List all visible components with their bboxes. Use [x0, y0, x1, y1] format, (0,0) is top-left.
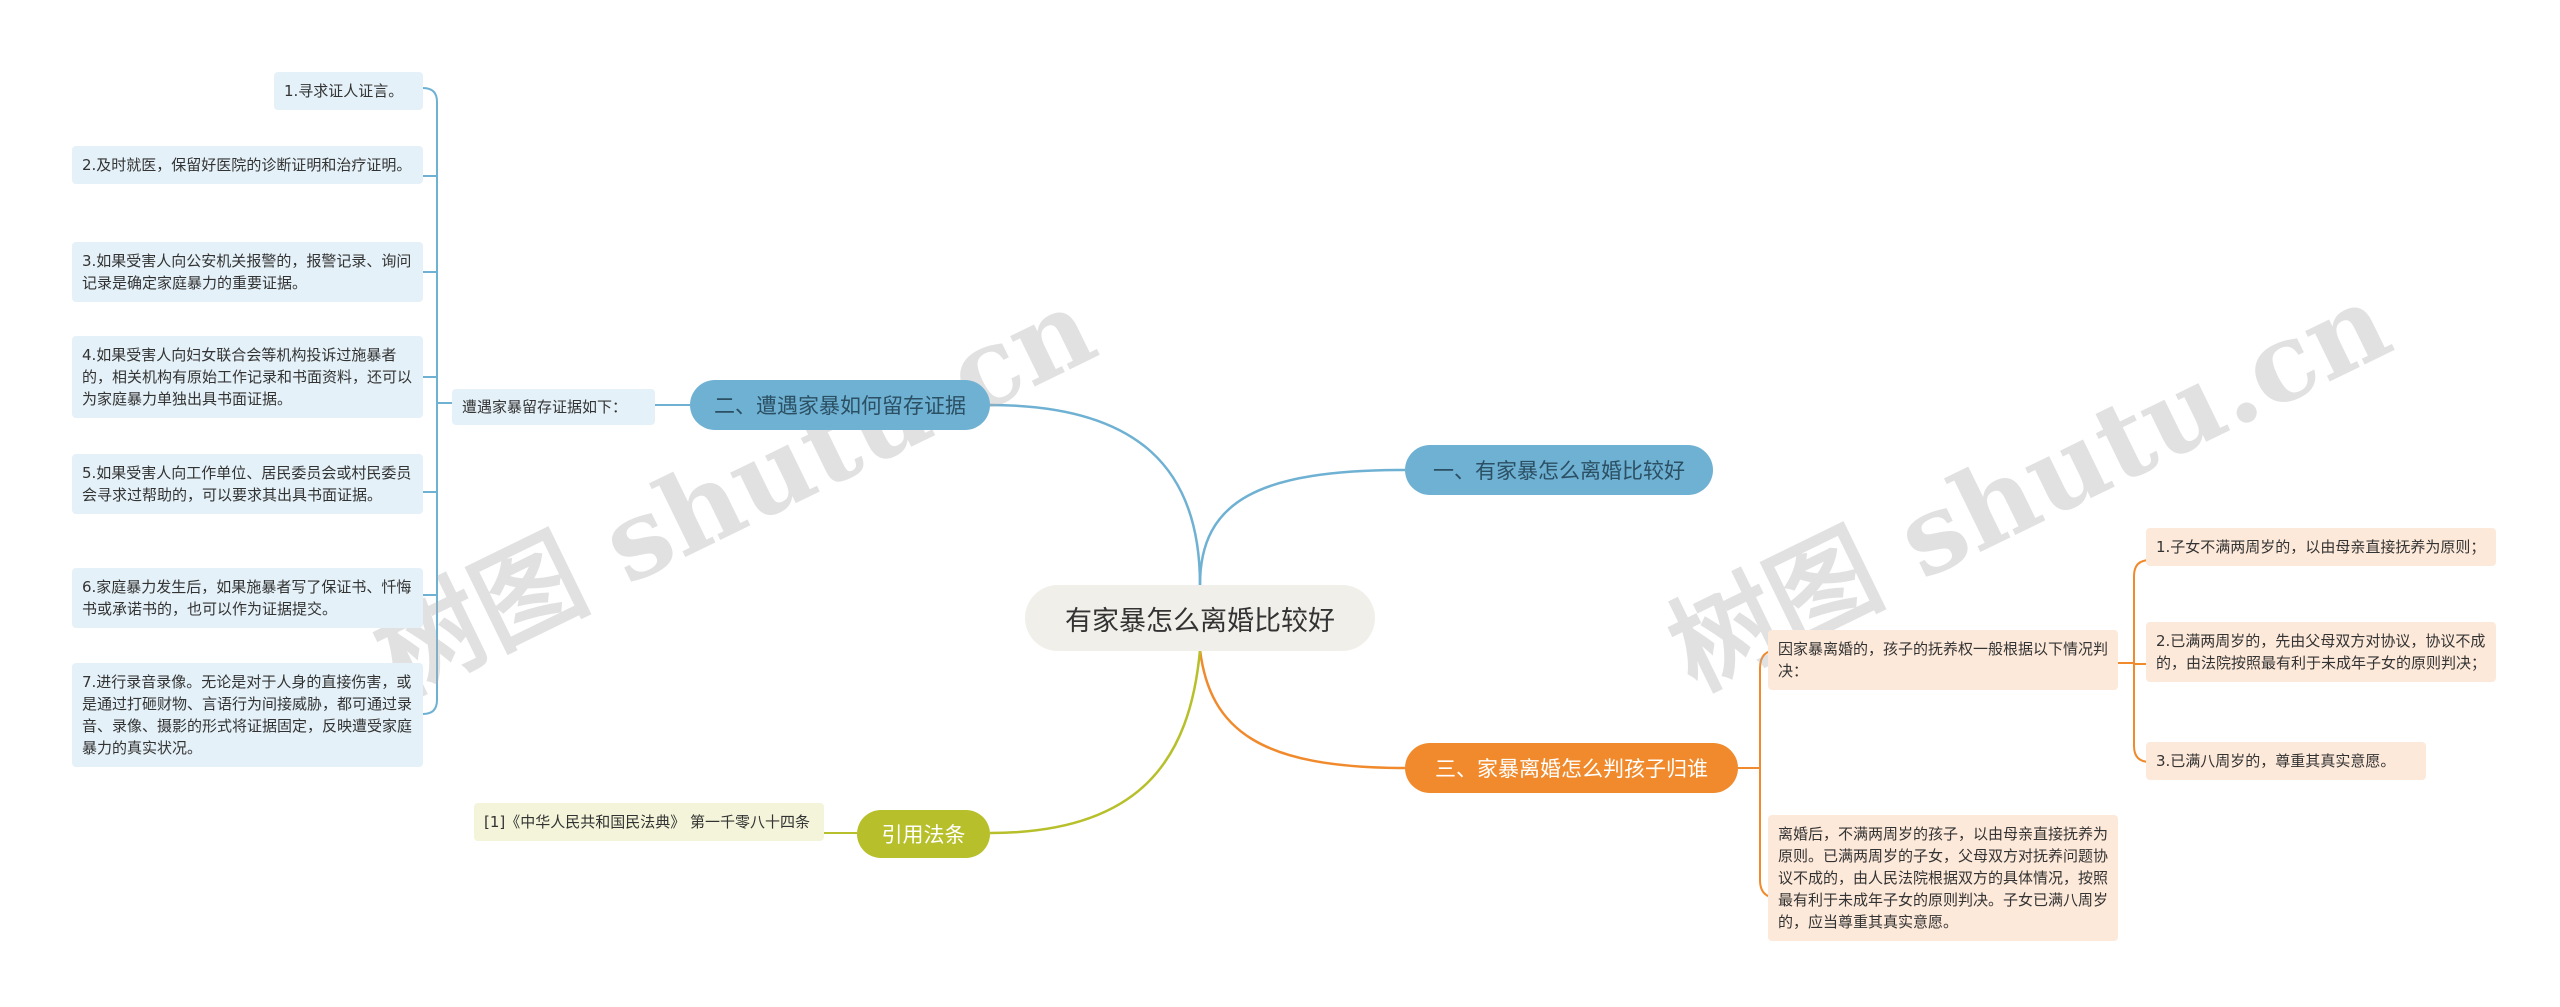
evidence-item-2[interactable]: 2.及时就医，保留好医院的诊断证明和治疗证明。 — [72, 146, 423, 184]
branch-2-node[interactable]: 二、遭遇家暴如何留存证据 — [690, 380, 990, 430]
bracket-b2 — [422, 87, 438, 715]
connector-center-b2 — [989, 403, 1202, 586]
custody-summary[interactable]: 离婚后，不满两周岁的孩子，以由母亲直接抚养为原则。已满两周岁的子女，父母双方对抚… — [1768, 815, 2118, 941]
custody-rule-2[interactable]: 2.已满两周岁的，先由父母双方对协议，协议不成的，由法院按照最有利于未成年子女的… — [2146, 622, 2496, 682]
evidence-item-4[interactable]: 4.如果受害人向妇女联合会等机构投诉过施暴者的，相关机构有原始工作记录和书面资料… — [72, 336, 423, 418]
connector-center-b3 — [1198, 649, 1406, 770]
evidence-item-1[interactable]: 1.寻求证人证言。 — [274, 72, 423, 110]
branch-3-node[interactable]: 三、家暴离婚怎么判孩子归谁 — [1405, 743, 1738, 793]
branch-4-node[interactable]: 引用法条 — [857, 810, 990, 858]
branch-1-node[interactable]: 一、有家暴怎么离婚比较好 — [1405, 445, 1713, 495]
custody-rule-3[interactable]: 3.已满八周岁的，尊重其真实意愿。 — [2146, 742, 2426, 780]
custody-intro[interactable]: 因家暴离婚的，孩子的抚养权一般根据以下情况判决： — [1768, 630, 2118, 690]
evidence-item-7[interactable]: 7.进行录音录像。无论是对于人身的直接伤害，或是通过打砸财物、言语行为间接威胁，… — [72, 663, 423, 767]
branch-2-sublabel[interactable]: 遭遇家暴留存证据如下： — [452, 389, 655, 425]
law-citation[interactable]: [1]《中华人民共和国民法典》 第一千零八十四条 — [474, 803, 824, 841]
central-topic[interactable]: 有家暴怎么离婚比较好 — [1025, 585, 1375, 651]
evidence-item-3[interactable]: 3.如果受害人向公安机关报警的，报警记录、询问记录是确定家庭暴力的重要证据。 — [72, 242, 423, 302]
evidence-item-5[interactable]: 5.如果受害人向工作单位、居民委员会或村民委员会寻求过帮助的，可以要求其出具书面… — [72, 454, 423, 514]
evidence-item-6[interactable]: 6.家庭暴力发生后，如果施暴者写了保证书、忏悔书或承诺书的，也可以作为证据提交。 — [72, 568, 423, 628]
connector-center-b1 — [1198, 468, 1406, 586]
connector-center-b4 — [989, 649, 1202, 835]
custody-rule-1[interactable]: 1.子女不满两周岁的，以由母亲直接抚养为原则； — [2146, 528, 2496, 566]
